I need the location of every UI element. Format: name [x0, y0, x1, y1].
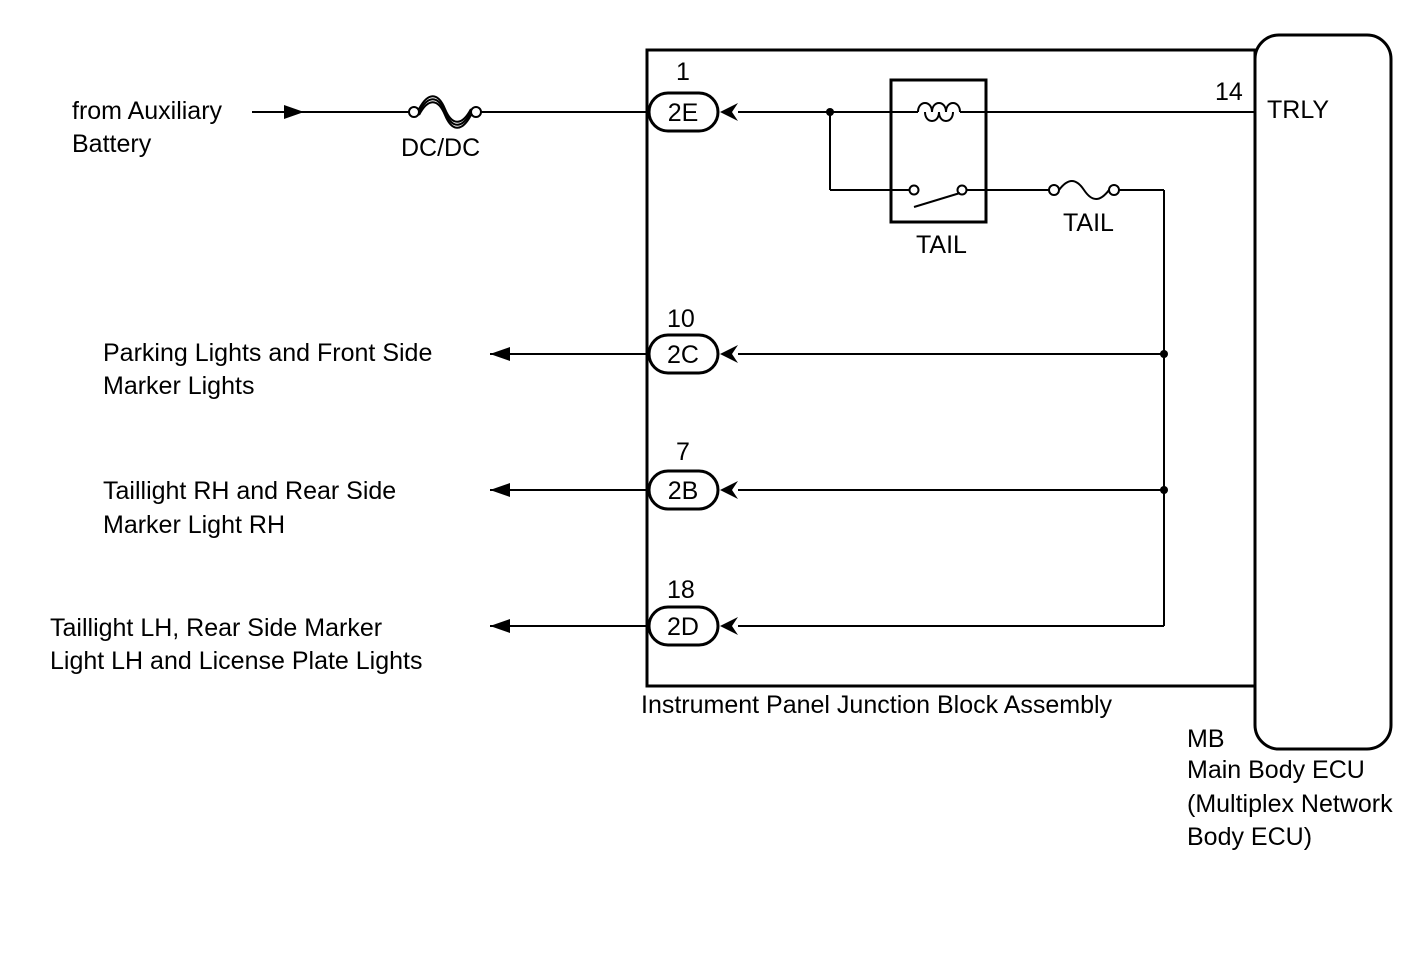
output-1-line-2: Marker Lights [103, 372, 254, 400]
aux-battery-label-line-1: from Auxiliary [72, 97, 223, 125]
connector-2d-label: 2D [667, 613, 699, 641]
dcdc-fuse-label: DC/DC [401, 134, 480, 162]
connector-2b-terminal-icon [720, 481, 738, 499]
output-3-line-2: Light LH and License Plate Lights [50, 647, 422, 675]
junction-block-label: Instrument Panel Junction Block Assembly [641, 691, 1113, 719]
output-arrow-icon [490, 619, 510, 633]
connector-2c-terminal-icon [720, 345, 738, 363]
connector-2e-label: 2E [668, 99, 699, 127]
connector-2d-terminal-icon [720, 617, 738, 635]
connector-2e-terminal-icon [720, 103, 738, 121]
output-2-line-1: Taillight RH and Rear Side [103, 477, 396, 505]
dcdc-fuse-icon [408, 95, 482, 129]
connector-2b-pin: 7 [676, 438, 690, 466]
connector-2d-pin: 18 [667, 576, 695, 604]
output-arrow-icon [490, 347, 510, 361]
tail-fuse-icon [1048, 180, 1120, 200]
connector-2c-pin: 10 [667, 305, 695, 333]
ecu-outline [1253, 33, 1393, 751]
output-arrow-icon [490, 483, 510, 497]
connector-2e-pin: 1 [676, 58, 690, 86]
relay-coil-icon [917, 102, 961, 122]
relay-switch-icon [908, 184, 968, 208]
connector-2b-label: 2B [668, 477, 699, 505]
tail-fuse-label: TAIL [1063, 209, 1114, 237]
ecu-name-line-2: (Multiplex Network [1187, 790, 1393, 818]
output-3-line-1: Taillight LH, Rear Side Marker [50, 614, 382, 642]
ecu-code-label: MB [1187, 725, 1225, 753]
source-arrow-icon [284, 105, 304, 119]
output-2-line-2: Marker Light RH [103, 511, 285, 539]
ecu-terminal-label: TRLY [1267, 96, 1329, 124]
connector-2e [647, 91, 720, 133]
connector-2c-label: 2C [667, 341, 699, 369]
tail-relay-label: TAIL [916, 231, 967, 259]
ecu-name-line-1: Main Body ECU [1187, 756, 1365, 784]
ecu-name-line-3: Body ECU) [1187, 823, 1312, 851]
ecu-pin-label: 14 [1215, 78, 1243, 106]
tail-relay-box [889, 78, 988, 224]
output-1-line-1: Parking Lights and Front Side [103, 339, 432, 367]
aux-battery-label-line-2: Battery [72, 130, 152, 158]
